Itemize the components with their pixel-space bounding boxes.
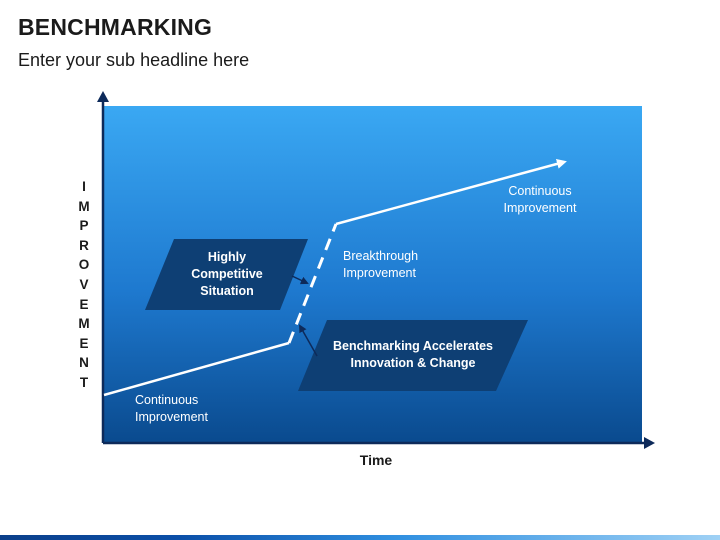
y-letter: E: [79, 335, 89, 351]
highly-competitive-text: Highly Competitive Situation: [166, 249, 288, 300]
benchmarking-accelerates-box: [298, 320, 528, 391]
breakthrough-improvement-label: Breakthrough Improvement: [343, 248, 418, 282]
benchmarking-accelerates-text: Benchmarking Accelerates Innovation & Ch…: [318, 338, 508, 372]
label-line: Improvement: [135, 410, 208, 424]
y-letter: T: [79, 374, 89, 390]
box-line: Competitive: [191, 267, 263, 281]
highly-competitive-box: [145, 239, 308, 310]
y-letter: I: [82, 179, 86, 194]
label-line: Continuous: [508, 184, 572, 198]
box-line: Benchmarking Accelerates: [332, 339, 494, 353]
y-letter: M: [78, 316, 90, 332]
breakthrough-line: [287, 223, 338, 344]
connector-arrow-2: [299, 324, 318, 357]
y-letter: N: [79, 355, 89, 371]
continuous-improvement-top-label: Continuous Improvement: [490, 183, 590, 217]
footer-bar: [0, 535, 720, 540]
box-line: Situation: [200, 284, 254, 298]
box-line: Innovation & Change: [350, 356, 476, 370]
box-line: Highly: [207, 250, 247, 264]
x-axis-arrowhead: [644, 437, 655, 449]
y-letter: R: [79, 237, 89, 253]
y-letter: O: [78, 257, 90, 273]
continuous-line-top: [335, 159, 567, 226]
y-axis-label: I M P R O V E M E N T: [72, 177, 96, 393]
continuous-improvement-bottom-label: Continuous Improvement: [135, 392, 208, 426]
label-line: Continuous: [135, 393, 199, 407]
y-letter: M: [78, 198, 90, 214]
label-line: Improvement: [343, 266, 416, 280]
y-letter: E: [79, 296, 89, 312]
slide-title: BENCHMARKING: [18, 14, 213, 40]
continuous-line-bottom: [103, 341, 290, 397]
label-line: Breakthrough: [343, 249, 419, 263]
y-axis-arrowhead: [97, 91, 109, 102]
x-axis-label: Time: [359, 452, 393, 468]
connector-arrow-1: [291, 275, 309, 285]
y-letter: V: [79, 276, 89, 292]
y-letter: P: [79, 218, 89, 234]
label-line: Improvement: [503, 201, 577, 215]
slide-subtitle: Enter your sub headline here: [18, 50, 250, 70]
